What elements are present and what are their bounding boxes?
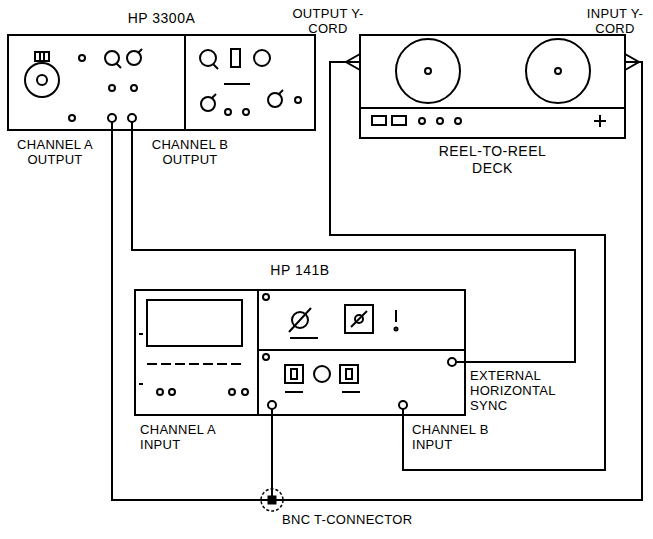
tape-deck-part [437, 118, 443, 124]
connector-label: EXTERNAL HORIZONTAL SYNC [470, 368, 570, 413]
connector-label: BNC T-CONNECTOR [282, 512, 452, 527]
oscillator-panel-part [138, 49, 142, 53]
tape-deck-part [599, 115, 601, 127]
oscillator-panel-part [69, 115, 75, 121]
oscillator-panel-part [131, 122, 133, 130]
oscilloscope [135, 290, 465, 415]
oscilloscope-part [291, 369, 297, 379]
oscillator-panel-part [131, 85, 137, 91]
oscilloscope-part [258, 349, 465, 351]
oscillator-panel-part [231, 49, 240, 67]
oscilloscope-part [448, 358, 456, 366]
oscillator-panel-part [116, 63, 121, 68]
tape-deck-part [455, 118, 461, 124]
oscilloscope-part [314, 366, 330, 382]
oscillator-panel-part [279, 90, 283, 94]
oscillator-panel-part [128, 114, 136, 122]
tape-deck-part [392, 116, 406, 125]
instrument-node: HP 141B [135, 262, 465, 415]
oscilloscope-part [399, 401, 407, 409]
oscillator-panel-part [35, 52, 49, 61]
oscillator-panel-part [111, 122, 113, 130]
oscillator-panel-part [37, 75, 47, 85]
oscilloscope-part [147, 300, 242, 346]
oscilloscope-part [395, 310, 397, 322]
signal-cable [330, 62, 605, 470]
connector-label: OUTPUT Y-CORD [288, 6, 368, 36]
oscilloscope-part [351, 311, 367, 327]
tape-deck-part [425, 68, 431, 74]
oscillator-panel-part [212, 94, 216, 98]
oscillator-panel [8, 35, 315, 130]
oscillator-panel-part [184, 35, 186, 130]
oscilloscope-part [290, 337, 318, 339]
oscilloscope-part [285, 365, 303, 383]
oscilloscope-part [139, 383, 143, 385]
tape-deck-part [360, 107, 625, 109]
oscillator-panel-part [243, 109, 249, 115]
oscillator-panel-part [43, 52, 45, 61]
oscilloscope-part [157, 389, 163, 395]
signal-cable [112, 62, 642, 500]
oscillator-panel-part [39, 52, 41, 61]
signal-cable [132, 130, 575, 362]
oscilloscope-part [257, 290, 259, 415]
oscillator-panel-part [224, 83, 250, 85]
oscillator-panel-part [8, 35, 315, 130]
oscillator-panel-part [213, 64, 218, 69]
oscilloscope-part [355, 315, 363, 323]
oscilloscope-part [395, 328, 398, 331]
connector-label: CHANNEL A OUTPUT [10, 137, 100, 167]
oscilloscope-part [147, 363, 242, 365]
oscillator-panel-part [225, 109, 231, 115]
oscilloscope-part [285, 391, 303, 393]
oscilloscope-part [169, 389, 175, 395]
oscillator-panel-part [254, 50, 270, 66]
oscilloscope-part [271, 409, 273, 415]
oscillator-panel-part [79, 55, 85, 61]
connector-label: CHANNEL B OUTPUT [145, 137, 235, 167]
tape-deck [346, 35, 639, 138]
oscilloscope-part [139, 333, 143, 335]
oscillator-panel-part [295, 97, 301, 103]
oscilloscope-part [346, 369, 352, 379]
signal-cable [112, 130, 272, 500]
tape-deck-part [372, 116, 386, 125]
connector-label: CHANNEL B INPUT [412, 422, 512, 452]
oscilloscope-part [456, 361, 465, 363]
oscilloscope-part [289, 308, 311, 332]
oscilloscope-part [345, 305, 373, 333]
oscilloscope-part [263, 294, 269, 300]
oscilloscope-part [268, 401, 276, 409]
connector-label: CHANNEL A INPUT [140, 422, 240, 452]
tape-deck-part [419, 118, 425, 124]
instrument-name: REEL-TO-REEL DECK [433, 143, 553, 177]
tape-deck-part [396, 39, 460, 103]
oscilloscope-part [263, 354, 269, 360]
instrument-node: REEL-TO-REEL DECK [360, 35, 625, 177]
oscilloscope-part [229, 389, 235, 395]
oscilloscope-part [340, 365, 358, 383]
tape-deck-part [555, 68, 561, 74]
tape-deck-part [526, 39, 590, 103]
oscillator-panel-part [201, 97, 215, 111]
oscillator-panel-part [108, 114, 116, 122]
tape-deck-part [360, 35, 625, 138]
oscilloscope-part [242, 389, 248, 395]
instrument-name: HP 141B [135, 262, 465, 279]
oscilloscope-part [135, 290, 465, 415]
connector-label: INPUT Y-CORD [583, 6, 647, 36]
instrument-name: HP 3300A [8, 10, 315, 27]
oscilloscope-part [342, 391, 360, 393]
oscillator-panel-part [25, 63, 59, 97]
oscillator-panel-part [268, 93, 282, 107]
oscillator-panel-part [109, 85, 115, 91]
oscilloscope-part [402, 409, 404, 415]
instrument-node: HP 3300A [8, 10, 315, 130]
